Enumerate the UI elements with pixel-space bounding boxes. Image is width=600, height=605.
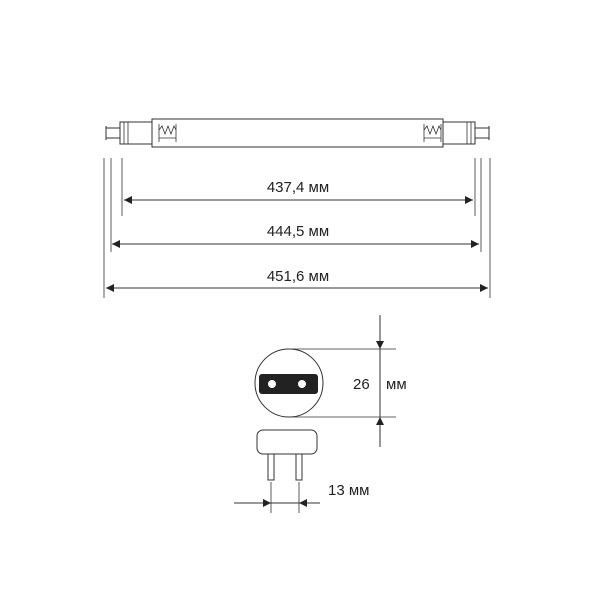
dimension-diameter-unit: мм [386,376,407,393]
tube-left-pins [105,126,120,140]
dimension-pin-length-label: 444,5 мм [267,223,329,240]
dimension-inner-length: 437,4 мм [124,179,473,204]
dimension-inner-length-label: 437,4 мм [267,179,329,196]
tube-right-electrode [423,124,442,142]
tube-left-cap [119,121,153,145]
dimension-pin-spacing-label: 13 мм [328,482,369,499]
tube-left-electrode [158,124,177,142]
dimension-pin-spacing: 13 мм [234,482,369,513]
cap-body [256,429,318,455]
cap-pin-right [295,453,303,481]
lamp-end-view [254,348,324,418]
end-view-pin-block [259,374,318,394]
dimension-diameter-value: 26 [353,376,370,393]
extension-lines [103,158,491,298]
fluorescent-tube [105,118,490,148]
end-view-outline [254,348,324,418]
end-view-pin-left [268,380,276,388]
dimension-diameter: 26 мм [292,315,407,447]
lamp-cap-side-view [256,429,318,481]
dimension-overall-length-label: 451,6 мм [267,268,329,285]
tube-body [151,118,444,148]
end-view-pin-right [298,380,306,388]
tube-right-cap [442,121,476,145]
dimension-overall-length: 451,6 мм [106,268,488,292]
cap-pin-left [267,453,275,481]
tube-right-pins [475,126,490,140]
dimension-pin-length: 444,5 мм [112,223,479,248]
